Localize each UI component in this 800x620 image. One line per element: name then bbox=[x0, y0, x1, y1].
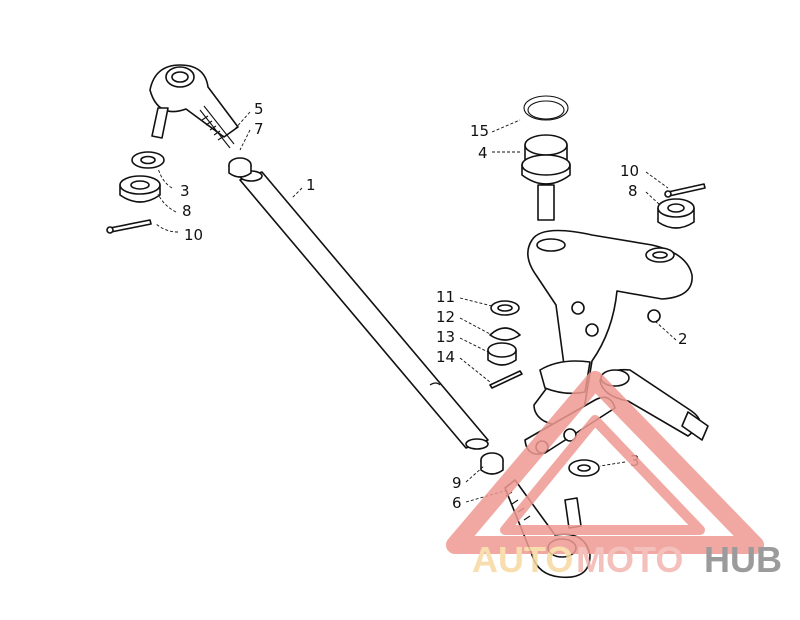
washer-lower bbox=[568, 459, 600, 477]
label-10-right: 10 bbox=[620, 162, 639, 180]
part-labels: 1 2 3 3 4 5 6 7 8 8 9 10 10 11 12 13 14 … bbox=[180, 100, 688, 512]
jam-nut-upper bbox=[228, 157, 252, 178]
cotter-pin-14 bbox=[489, 370, 523, 389]
label-5: 5 bbox=[254, 100, 264, 118]
label-2: 2 bbox=[678, 330, 688, 348]
cotter-pin-right bbox=[664, 183, 706, 198]
label-3-upper: 3 bbox=[180, 182, 190, 200]
label-14: 14 bbox=[436, 348, 455, 366]
label-12: 12 bbox=[436, 308, 455, 326]
label-8-right: 8 bbox=[628, 182, 638, 200]
label-15: 15 bbox=[470, 122, 489, 140]
label-10-upper: 10 bbox=[184, 226, 203, 244]
washer-upper bbox=[131, 151, 165, 169]
castle-nut-upper bbox=[119, 175, 161, 203]
castle-nut-13 bbox=[487, 342, 517, 366]
label-13: 13 bbox=[436, 328, 455, 346]
watermark-text-moto: MOTO bbox=[576, 539, 683, 580]
watermark: AUTO MOTO HUB bbox=[446, 371, 782, 580]
watermark-triangle-inner bbox=[500, 415, 705, 535]
castle-nut-right bbox=[657, 198, 695, 229]
washer-11 bbox=[490, 300, 520, 316]
label-7: 7 bbox=[254, 120, 264, 138]
upper-tie-rod-end bbox=[149, 64, 239, 149]
label-6: 6 bbox=[452, 494, 462, 512]
label-8-upper: 8 bbox=[182, 202, 192, 220]
label-4: 4 bbox=[478, 144, 488, 162]
label-11: 11 bbox=[436, 288, 455, 306]
spring-washer-12 bbox=[489, 327, 521, 341]
watermark-text-hub: HUB bbox=[704, 539, 782, 580]
jam-nut-lower bbox=[480, 452, 504, 475]
ball-joint bbox=[521, 95, 571, 221]
cotter-pin-upper bbox=[106, 219, 152, 234]
label-9: 9 bbox=[452, 474, 462, 492]
watermark-triangle-outer bbox=[446, 371, 764, 554]
tie-rod bbox=[239, 170, 489, 450]
label-1: 1 bbox=[306, 176, 316, 194]
watermark-text-auto: AUTO bbox=[472, 539, 573, 580]
leader-lines bbox=[155, 111, 677, 503]
